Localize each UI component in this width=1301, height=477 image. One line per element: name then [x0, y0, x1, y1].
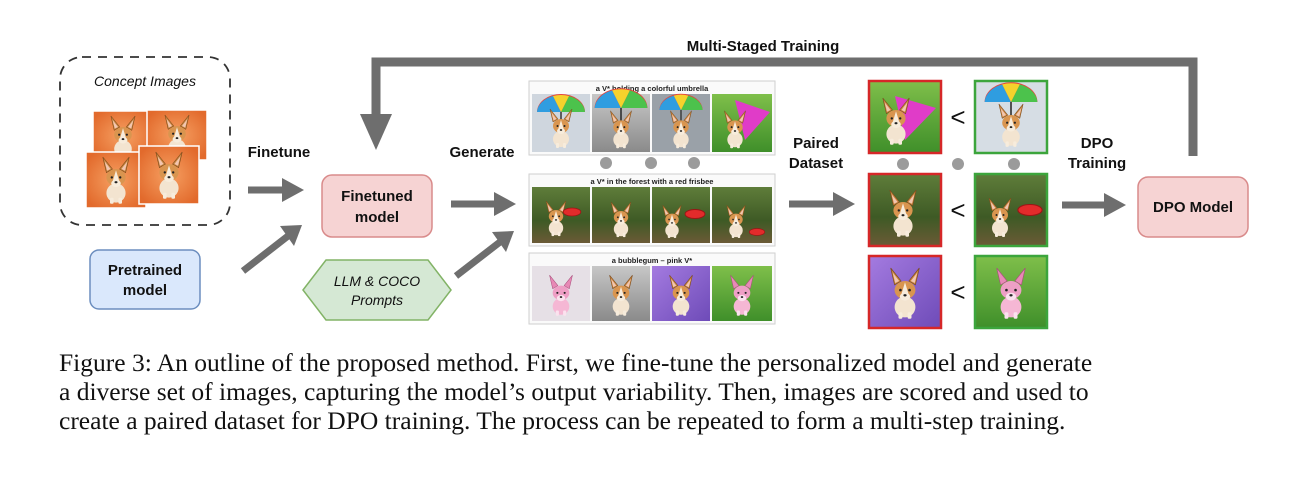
- prompts-label-line2: Prompts: [351, 292, 403, 308]
- pair-1-preference-symbol: <: [950, 102, 965, 132]
- caption-line-1: Figure 3: An outline of the proposed met…: [59, 348, 1093, 377]
- finetune-step-label: Finetune: [248, 144, 311, 161]
- pretrained-model-label-line1: Pretrained: [108, 262, 182, 279]
- caption-line-3: create a paired dataset for DPO training…: [59, 406, 1066, 435]
- pair-dots: [897, 158, 1020, 170]
- paired-dataset-label-line1: Paired: [793, 135, 839, 152]
- generated-prompt-1: a V* holding a colorful umbrella: [596, 84, 709, 93]
- generated-set-forest: a V* in the forest with a red frisbee: [528, 173, 776, 247]
- prompts-to-generate-arrow: [453, 231, 514, 279]
- generated-set-pink: a bubblegum – pink V*: [528, 252, 776, 325]
- finetuned-model-label-line1: Finetuned: [341, 188, 413, 205]
- finetuned-to-generate-arrow: [451, 192, 516, 216]
- generate-step-label: Generate: [449, 144, 514, 161]
- generated-set-dots-1: [600, 157, 700, 169]
- multi-staged-loop-arrow: [360, 57, 1198, 156]
- concept-images-label: Concept Images: [94, 73, 196, 89]
- pair-3-preference-symbol: <: [950, 277, 965, 307]
- dpo-training-label-line1: DPO: [1081, 135, 1114, 152]
- concept-image-stack: [85, 109, 208, 209]
- dpo-model-box: [1137, 176, 1249, 238]
- concept-to-finetuned-arrow: [248, 178, 304, 202]
- llm-coco-prompts-hexagon: [302, 259, 452, 321]
- pair-row-3: <: [867, 254, 1049, 330]
- pair-2-preference-symbol: <: [950, 195, 965, 225]
- generate-to-paired-arrow: [789, 192, 855, 216]
- pretrained-model-label-line2: model: [123, 282, 167, 299]
- pair-row-1: <: [867, 79, 1049, 155]
- dpo-training-label-line2: Training: [1068, 155, 1126, 172]
- caption-line-2: a diverse set of images, capturing the m…: [59, 377, 1089, 406]
- figure-caption: Figure 3: An outline of the proposed met…: [59, 348, 1259, 435]
- multi-staged-training-label: Multi-Staged Training: [687, 38, 840, 55]
- prompts-label-line1: LLM & COCO: [334, 273, 420, 289]
- dpo-model-label: DPO Model: [1153, 199, 1233, 216]
- generated-prompt-2: a V* in the forest with a red frisbee: [591, 177, 714, 186]
- generated-prompt-3: a bubblegum – pink V*: [612, 256, 693, 265]
- paired-dataset-label-line2: Dataset: [789, 155, 843, 172]
- finetuned-model-label-line2: model: [355, 209, 399, 226]
- pair-row-2: <: [867, 172, 1049, 248]
- paired-to-dpo-arrow: [1062, 193, 1126, 217]
- finetuned-model-box: [321, 174, 433, 238]
- pretrained-model-box: [89, 249, 201, 310]
- pretrained-to-finetuned-arrow: [240, 225, 302, 274]
- generated-set-umbrella: a V* holding a colorful umbrella: [528, 80, 776, 156]
